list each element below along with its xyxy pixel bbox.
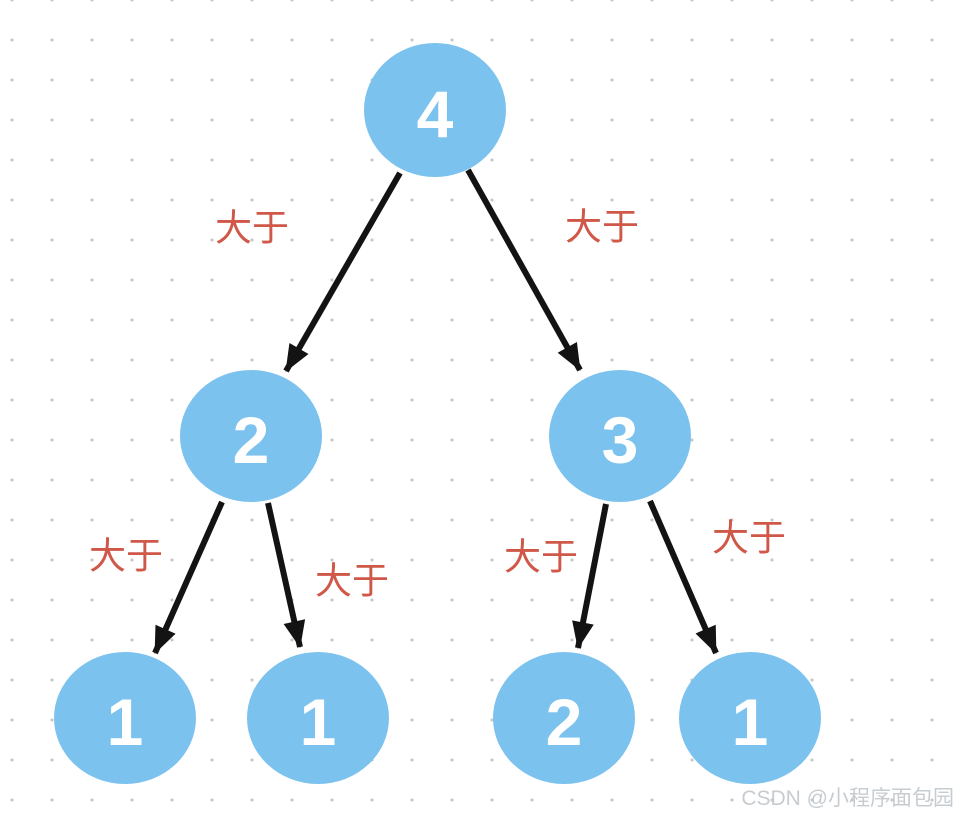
tree-nodes: 4 2 3 1 1 2 1: [54, 43, 821, 784]
node-circle: [54, 652, 196, 784]
node-value: 1: [107, 685, 144, 759]
tree-node-left: 2: [180, 370, 322, 502]
tree-edge-labels: 大于 大于 大于 大于 大于 大于: [89, 207, 786, 602]
node-value: 1: [300, 685, 337, 759]
node-circle: [180, 370, 322, 502]
tree-node-root: 4: [364, 43, 506, 177]
edge-arrow-right-rightright: [647, 499, 719, 655]
node-value: 2: [546, 685, 583, 759]
edge-label-root-left: 大于: [215, 208, 289, 249]
watermark: CSDN @小程序面包园: [741, 787, 954, 810]
node-value: 3: [602, 403, 639, 477]
tree-edges: [152, 168, 719, 655]
node-circle: [549, 370, 691, 502]
edge-arrow-right-rightleft: [572, 503, 609, 649]
tree-node-right-right: 1: [679, 652, 821, 784]
edge-label-left-leftright: 大于: [315, 561, 389, 602]
edge-arrow-root-left: [283, 171, 403, 373]
node-circle: [679, 652, 821, 784]
node-value: 2: [233, 403, 270, 477]
node-value: 4: [417, 77, 454, 151]
edge-arrow-left-leftright: [265, 502, 306, 648]
node-circle: [247, 652, 389, 784]
edge-label-right-rightleft: 大于: [504, 537, 578, 578]
edge-arrow-left-leftleft: [152, 500, 225, 655]
tree-node-right: 3: [549, 370, 691, 502]
edge-label-right-rightright: 大于: [712, 518, 786, 559]
edge-label-left-leftleft: 大于: [89, 536, 163, 577]
tree-node-right-left: 2: [493, 652, 635, 784]
tree-node-left-right: 1: [247, 652, 389, 784]
node-circle: [493, 652, 635, 784]
tree-node-left-left: 1: [54, 652, 196, 784]
edge-label-root-right: 大于: [565, 207, 639, 248]
edge-arrow-root-right: [465, 168, 583, 372]
node-circle: [364, 43, 506, 177]
node-value: 1: [732, 685, 769, 759]
